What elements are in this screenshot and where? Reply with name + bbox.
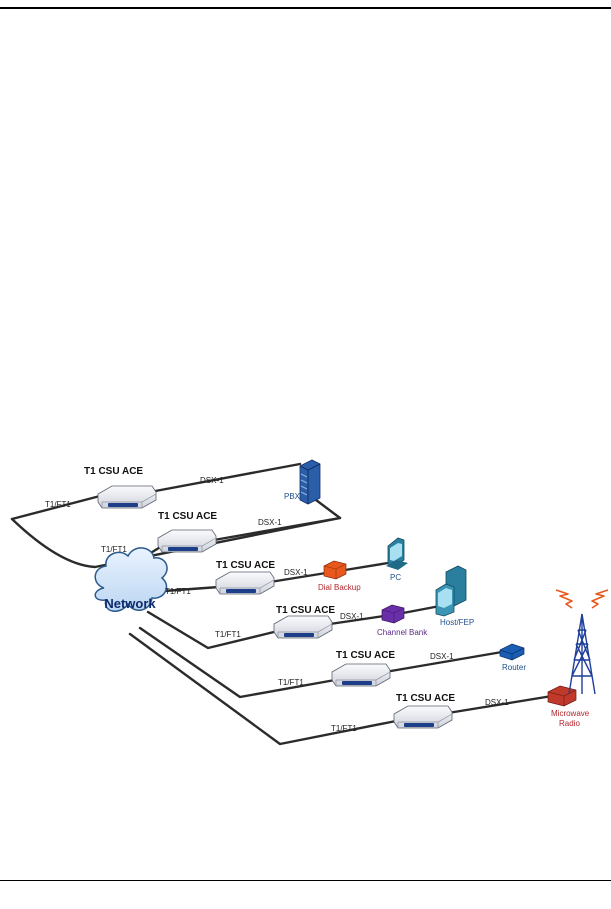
wires (10, 462, 554, 746)
csu-2-label: T1 CSU ACE (158, 511, 217, 522)
pc-device: PC (386, 537, 408, 582)
microwave-label-line2: Radio (559, 719, 580, 728)
csu-4-label: T1 CSU ACE (276, 605, 335, 616)
csu-unit-5: T1 CSU ACE (331, 650, 395, 687)
wire-row6-dsx (446, 694, 554, 715)
csu-6-label: T1 CSU ACE (396, 693, 455, 704)
wire-row3-dsx (268, 571, 328, 584)
channel-bank-device: Channel Bank (377, 604, 428, 637)
row4-t1-label: T1/FT1 (215, 630, 241, 639)
wire-row6-t1 (128, 632, 398, 746)
csu-1-label: T1 CSU ACE (84, 466, 143, 477)
network-label: Network (104, 596, 156, 611)
pc-label: PC (390, 573, 401, 582)
row4-dsx-label: DSX-1 (340, 612, 364, 621)
wire-row1-dsx (148, 462, 302, 494)
header-rule (0, 7, 611, 9)
wire-row4-dsx (328, 614, 386, 626)
router-label: Router (502, 663, 526, 672)
row3-dsx-label: DSX-1 (284, 568, 308, 577)
csu-unit-2: T1 CSU ACE (157, 511, 217, 553)
row1-t1-label: T1/FT1 (45, 500, 71, 509)
wire-row5-t1 (138, 626, 337, 699)
csu-5-label: T1 CSU ACE (336, 650, 395, 661)
dial-backup-device: Dial Backup (318, 560, 361, 592)
row3-t1-label: T1/FT1 (165, 587, 191, 596)
csu-unit-6: T1 CSU ACE (393, 693, 455, 729)
dial-backup-label: Dial Backup (318, 583, 361, 592)
row6-dsx-label: DSX-1 (485, 698, 509, 707)
wire-row2-dsx (212, 516, 342, 542)
row2-t1-label: T1/FT1 (101, 545, 127, 554)
link-labels: T1/FT1 DSX-1 T1/FT1 DSX-1 T1/FT1 DSX-1 T… (45, 476, 509, 733)
csu-3-label: T1 CSU ACE (216, 560, 275, 571)
wire-row4-t1 (146, 610, 280, 650)
row1-dsx-label: DSX-1 (200, 476, 224, 485)
microwave-radio-device: Microwave Radio (547, 685, 590, 728)
footer-rule (0, 880, 611, 881)
pbx-label: PBX (284, 492, 301, 501)
csu-unit-1: T1 CSU ACE (84, 466, 157, 509)
channel-bank-label: Channel Bank (377, 628, 428, 637)
row6-t1-label: T1/FT1 (331, 724, 357, 733)
wire-row3-pc (343, 561, 390, 572)
row5-dsx-label: DSX-1 (430, 652, 454, 661)
pbx-device: PBX (284, 459, 321, 505)
host-fep-device: Host/FEP (435, 565, 474, 627)
row5-t1-label: T1/FT1 (278, 678, 304, 687)
host-fep-label: Host/FEP (440, 618, 474, 627)
wire-row1-loop (10, 495, 342, 569)
radio-signal-icon (555, 589, 609, 609)
router-device: Router (499, 643, 526, 672)
radio-tower-icon (568, 613, 596, 695)
network-cloud: Network (94, 547, 168, 612)
microwave-label-line1: Microwave (551, 709, 590, 718)
row2-dsx-label: DSX-1 (258, 518, 282, 527)
wire-row1-t1 (10, 494, 102, 521)
wire-row5-dsx (383, 650, 504, 674)
wire-row4-host (401, 604, 442, 615)
csu-unit-4: T1 CSU ACE (273, 605, 335, 639)
csu-unit-3: T1 CSU ACE (215, 560, 275, 595)
